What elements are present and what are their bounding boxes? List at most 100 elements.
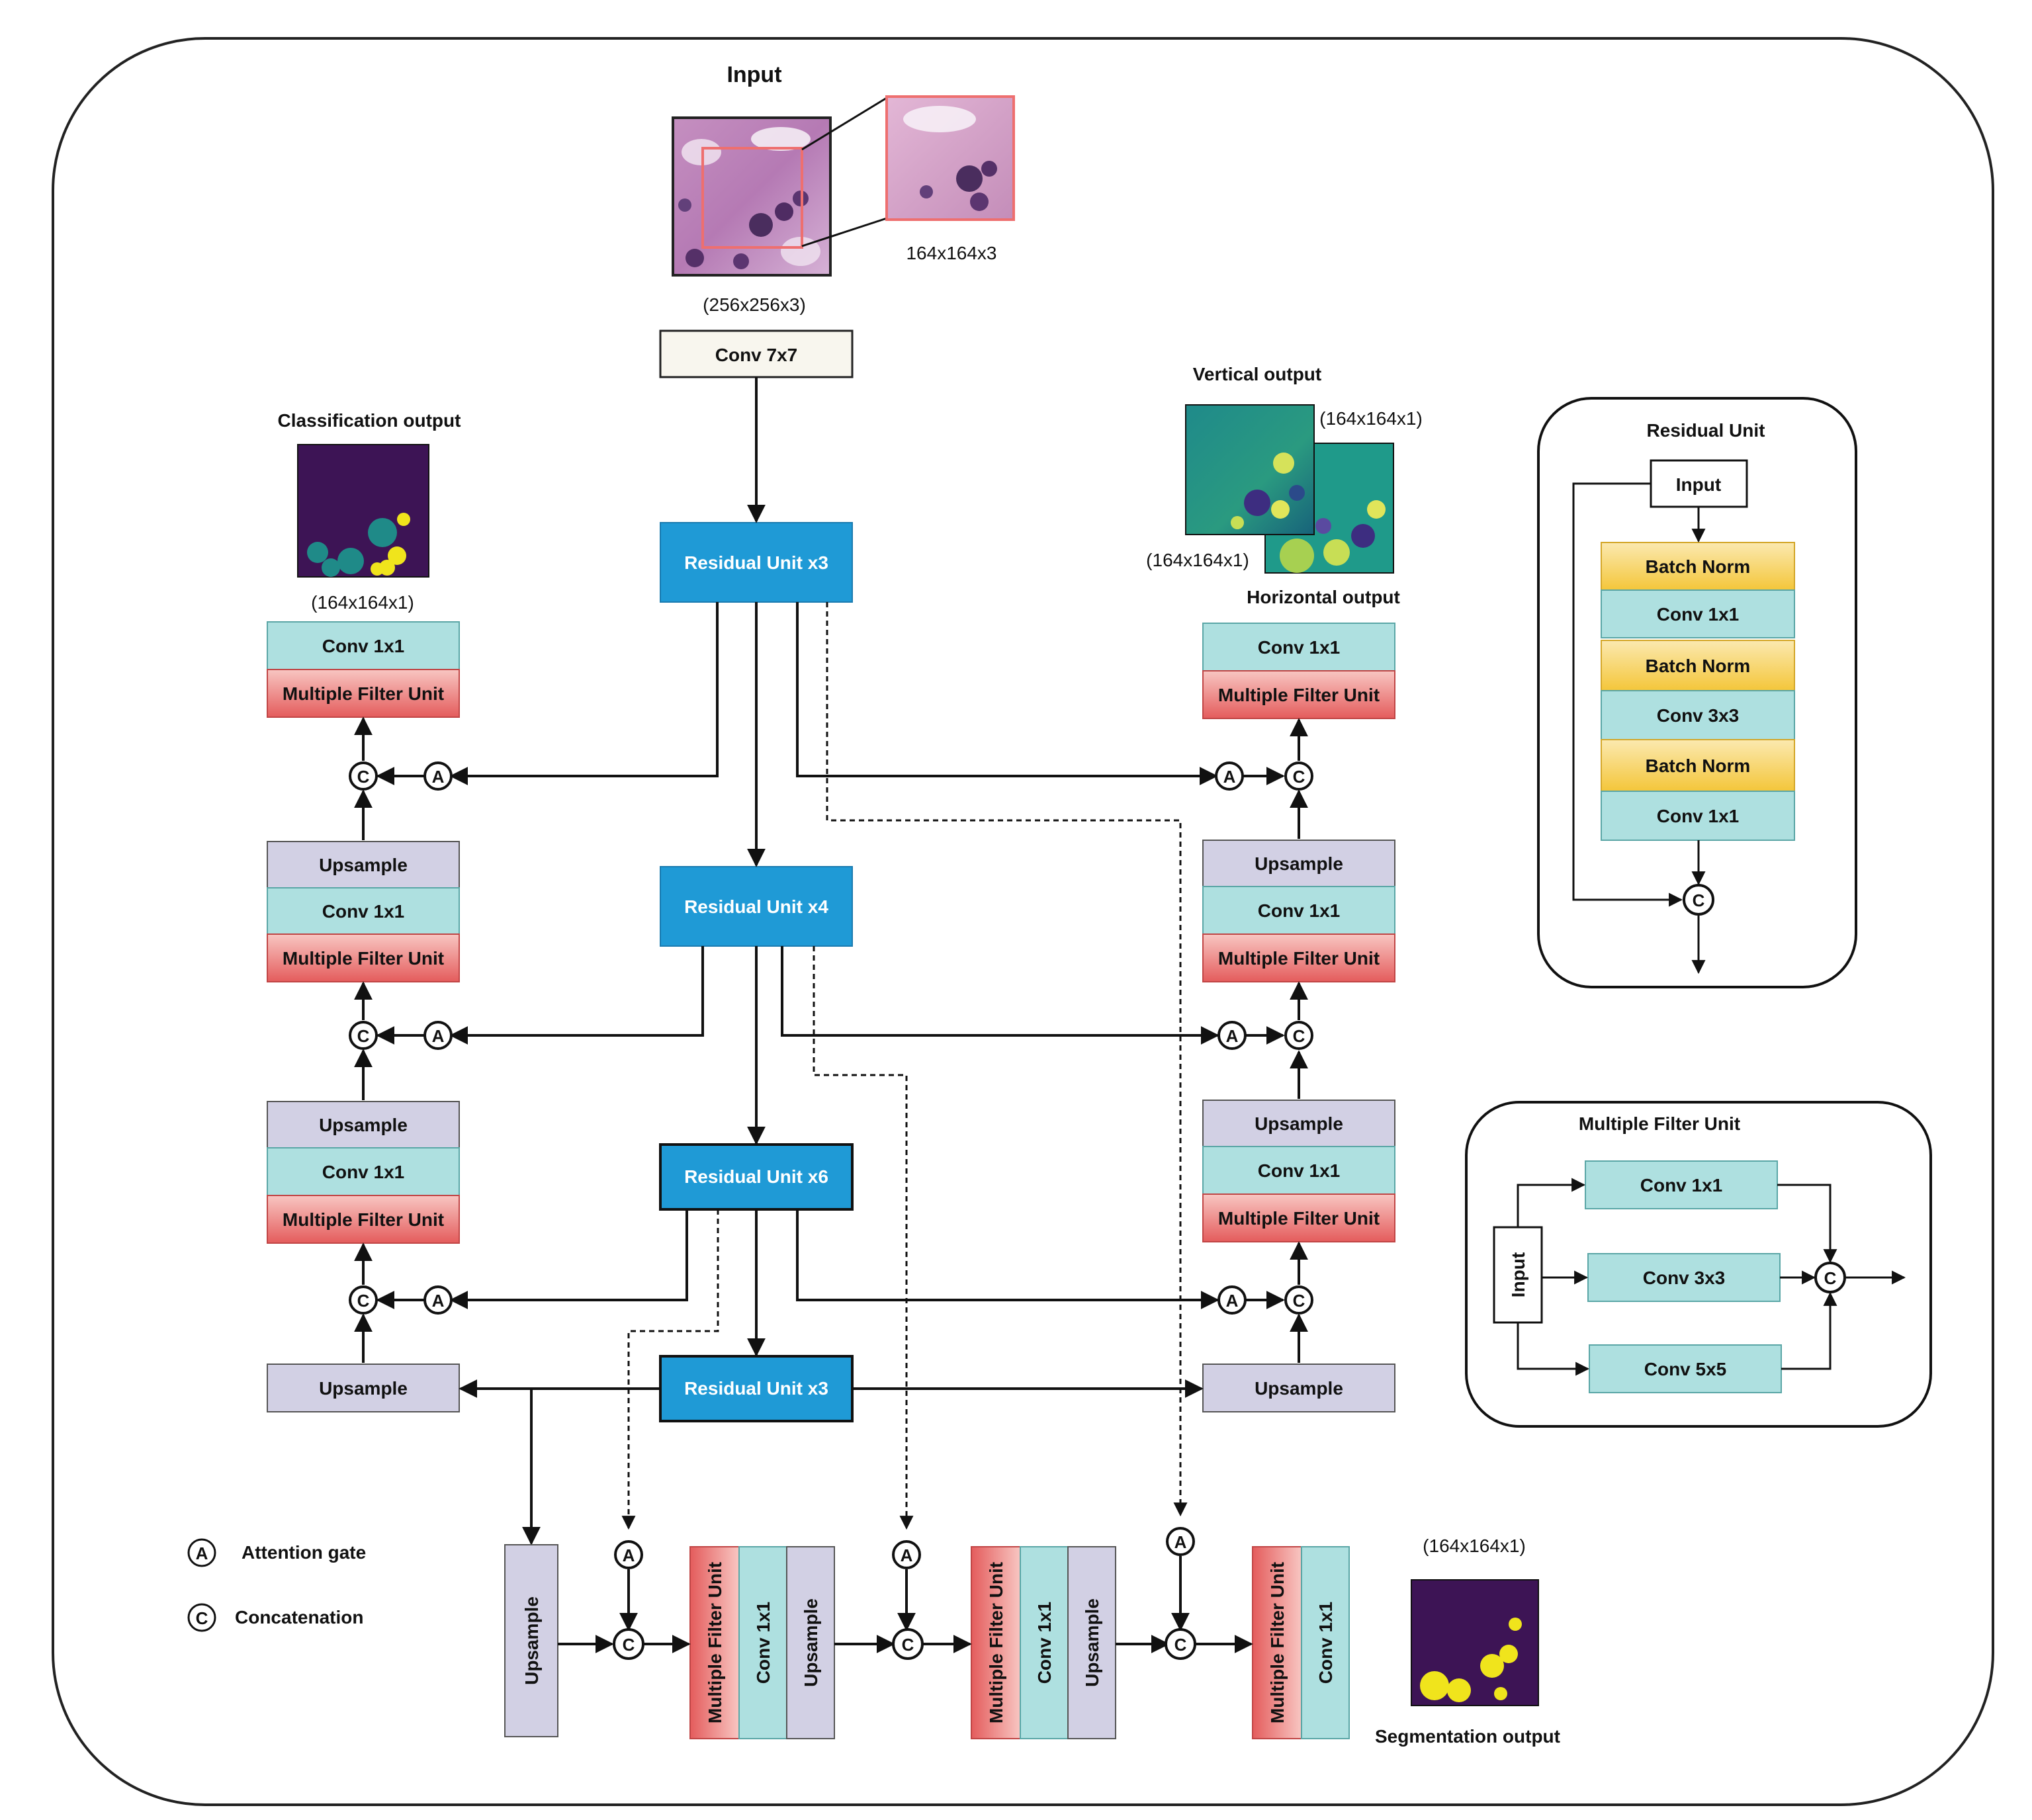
classification-title: Classification output — [278, 410, 461, 431]
residual-unit-x4 — [660, 866, 853, 947]
svg-text:Multiple Filter Unit: Multiple Filter Unit — [1218, 948, 1380, 969]
svg-text:Upsample: Upsample — [319, 855, 408, 875]
gate-symbols: C A C A C A A C A C A C — [349, 761, 1313, 1315]
svg-text:Multiple Filter Unit: Multiple Filter Unit — [1267, 1562, 1288, 1723]
svg-text:Conv 1x1: Conv 1x1 — [322, 636, 405, 656]
left-head-mfu — [267, 669, 460, 718]
attention-symbol: A — [187, 1538, 216, 1567]
svg-text:Conv 3x3: Conv 3x3 — [1657, 705, 1740, 726]
svg-text:A: A — [432, 1291, 445, 1311]
svg-text:Multiple Filter Unit: Multiple Filter Unit — [283, 683, 444, 704]
segmentation-title: Segmentation output — [1375, 1726, 1560, 1747]
right-upsample-bottom: Upsample — [1202, 1364, 1395, 1412]
left-stage-2: Upsample Conv 1x1 Multiple Filter Unit — [267, 1101, 460, 1244]
right-stage-2: Upsample Conv 1x1 Multiple Filter Unit — [1202, 1100, 1395, 1242]
svg-text:Upsample: Upsample — [319, 1115, 408, 1135]
concat-symbol: C — [349, 761, 378, 791]
residual-unit-x3-top — [660, 522, 853, 603]
dashed-skips — [621, 602, 1188, 1530]
input-title: Input — [727, 62, 781, 87]
attention-symbol: A — [1217, 1285, 1247, 1315]
svg-text:Conv 1x1: Conv 1x1 — [1258, 1160, 1341, 1181]
concat-symbol: C — [1284, 1021, 1313, 1050]
svg-text:A: A — [432, 767, 445, 787]
svg-text:A: A — [1223, 767, 1236, 787]
svg-text:Conv 1x1: Conv 1x1 — [1034, 1602, 1055, 1684]
svg-text:Conv 1x1: Conv 1x1 — [1657, 604, 1740, 625]
legend-attention-label: Attention gate — [242, 1542, 366, 1563]
svg-text:C: C — [1293, 767, 1305, 787]
svg-text:Conv 3x3: Conv 3x3 — [1643, 1268, 1726, 1288]
svg-text:C: C — [1824, 1268, 1837, 1288]
svg-text:Batch Norm: Batch Norm — [1646, 556, 1751, 577]
attention-symbol: A — [423, 761, 453, 791]
svg-text:C: C — [1174, 1635, 1187, 1655]
svg-text:Upsample: Upsample — [1082, 1598, 1102, 1687]
skip-connections — [376, 602, 1285, 1545]
legend: A Attention gate C Concatenation — [187, 1538, 366, 1632]
residual-unit-x4-label: Residual Unit x4 — [684, 896, 828, 917]
residual-unit-x3-bottom-label: Residual Unit x3 — [684, 1378, 828, 1399]
residual-unit-panel: Residual Unit Input Batch Norm Conv 1x1 … — [1537, 397, 1857, 988]
svg-text:Multiple Filter Unit: Multiple Filter Unit — [283, 1209, 444, 1230]
horizontal-size: (164x164x1) — [1146, 550, 1249, 570]
bottom-decoder: Upsample Multiple Filter Unit Conv 1x1 U… — [504, 1544, 1350, 1739]
svg-text:Conv 1x1: Conv 1x1 — [1258, 900, 1341, 921]
svg-text:Upsample: Upsample — [1255, 1378, 1343, 1399]
svg-text:Conv 1x1: Conv 1x1 — [322, 1162, 405, 1182]
vertical-map-image — [1185, 404, 1315, 535]
mfu-panel: Multiple Filter Unit Input Conv 1x1 Conv… — [1465, 1101, 1932, 1428]
svg-text:Conv 5x5: Conv 5x5 — [1644, 1359, 1727, 1379]
svg-text:C: C — [357, 1291, 370, 1311]
attention-symbol: A — [423, 1021, 453, 1050]
vertical-size: (164x164x1) — [1319, 408, 1423, 429]
svg-text:Conv 1x1: Conv 1x1 — [1315, 1602, 1336, 1684]
svg-text:Batch Norm: Batch Norm — [1646, 656, 1751, 676]
concat-symbol: C — [187, 1603, 216, 1632]
svg-text:Multiple Filter Unit: Multiple Filter Unit — [705, 1562, 725, 1723]
attention-symbol: A — [1166, 1527, 1195, 1556]
zoom-line-bottom — [801, 217, 887, 247]
left-head: Conv 1x1 Multiple Filter Unit — [267, 621, 460, 718]
svg-text:Multiple Filter Unit: Multiple Filter Unit — [1218, 685, 1380, 705]
svg-text:A: A — [901, 1545, 913, 1565]
concat-symbol: C — [1683, 884, 1714, 916]
svg-text:Upsample: Upsample — [521, 1596, 542, 1685]
left-upsample-bottom: Upsample — [267, 1364, 460, 1412]
bottom-gate-symbols: A C A C A C — [613, 1527, 1196, 1660]
classification-image — [297, 444, 429, 578]
concat-symbol: C — [349, 1021, 378, 1050]
attention-symbol: A — [614, 1540, 643, 1569]
attention-symbol: A — [892, 1540, 921, 1569]
svg-text:Upsample: Upsample — [319, 1378, 408, 1399]
svg-text:A: A — [432, 1026, 445, 1046]
concat-symbol: C — [892, 1628, 924, 1660]
svg-text:Conv 1x1: Conv 1x1 — [1640, 1175, 1723, 1195]
residual-unit-x6 — [659, 1143, 854, 1211]
svg-text:C: C — [902, 1635, 914, 1655]
input-crop-image — [885, 95, 1015, 221]
svg-text:Multiple Filter Unit: Multiple Filter Unit — [283, 948, 444, 969]
concat-symbol: C — [1814, 1262, 1846, 1293]
svg-text:Multiple Filter Unit: Multiple Filter Unit — [1218, 1208, 1380, 1229]
svg-text:Multiple Filter Unit: Multiple Filter Unit — [986, 1562, 1006, 1723]
residual-panel-title: Residual Unit — [1647, 420, 1765, 441]
svg-text:A: A — [1174, 1532, 1187, 1552]
input-image — [672, 116, 832, 277]
svg-text:C: C — [1293, 1291, 1305, 1311]
mfu-panel-title: Multiple Filter Unit — [1579, 1113, 1740, 1134]
right-stage-1: Upsample Conv 1x1 Multiple Filter Unit — [1202, 840, 1395, 982]
svg-text:Conv 1x1: Conv 1x1 — [322, 901, 405, 922]
svg-text:C: C — [623, 1635, 635, 1655]
svg-text:C: C — [357, 767, 370, 787]
vertical-title: Vertical output — [1193, 364, 1321, 384]
svg-text:Input: Input — [1676, 474, 1721, 495]
attention-symbol: A — [1215, 761, 1244, 791]
svg-text:Conv 1x1: Conv 1x1 — [1258, 637, 1341, 658]
concat-symbol: C — [1284, 1285, 1313, 1315]
residual-unit-x3-top-label: Residual Unit x3 — [684, 552, 828, 573]
left-stage-1: Upsample Conv 1x1 Multiple Filter Unit — [267, 841, 460, 982]
svg-text:C: C — [1293, 1026, 1305, 1046]
zoom-line-top — [801, 97, 887, 151]
